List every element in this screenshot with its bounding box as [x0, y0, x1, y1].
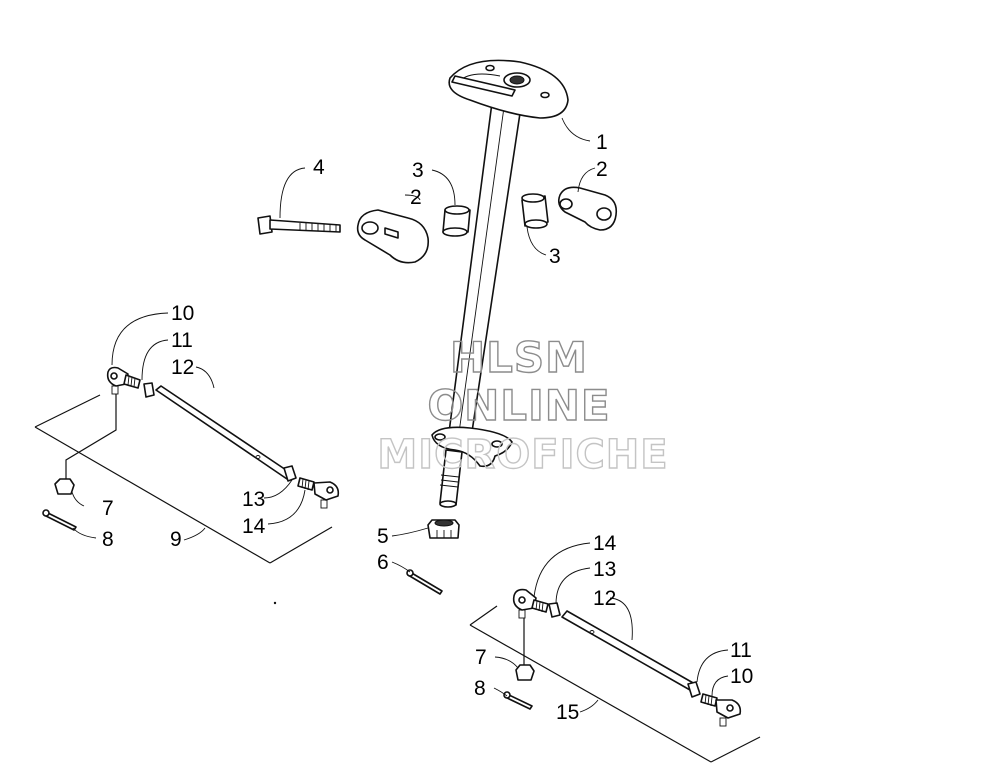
watermark-line-3: MICROFICHE	[377, 432, 668, 478]
callout-2-right: 2	[596, 158, 608, 181]
bushing-right-part	[521, 193, 549, 229]
castle-nut-part	[427, 519, 460, 539]
tie-rod-right-assembly	[469, 588, 761, 763]
callout-4: 4	[313, 156, 325, 179]
cotter-pin-center-part	[406, 569, 443, 595]
callout-12-right: 12	[593, 587, 616, 610]
callout-13-left: 13	[242, 488, 265, 511]
tie-rod-left-assembly	[34, 366, 340, 564]
callout-6: 6	[377, 551, 389, 574]
callout-12-left: 12	[171, 356, 194, 379]
callout-14-right: 14	[593, 532, 617, 555]
callout-15: 15	[556, 701, 579, 724]
bolt-part	[257, 215, 341, 235]
callout-10-left: 10	[171, 302, 194, 325]
callout-5: 5	[377, 525, 389, 548]
callout-8-left: 8	[102, 528, 114, 551]
callout-8-right: 8	[474, 677, 486, 700]
callout-2-left: 2	[410, 186, 422, 209]
clamp-right-part	[558, 186, 618, 231]
steering-post-part	[431, 59, 569, 508]
callout-13-right: 13	[593, 558, 616, 581]
clamp-left-part	[356, 209, 430, 264]
callout-3-left: 3	[412, 159, 424, 182]
callout-1: 1	[596, 131, 608, 154]
watermark: HLSM ONLINE MICROFICHE	[377, 332, 669, 478]
callout-9: 9	[170, 528, 182, 551]
stray-mark	[273, 601, 277, 605]
leader-lines	[71, 117, 729, 713]
callout-14-left: 14	[242, 515, 266, 538]
watermark-line-1: HLSM	[450, 333, 588, 382]
callout-7-left: 7	[102, 497, 114, 520]
callout-11-left: 11	[171, 329, 193, 352]
callout-numbers: 1 2 2 3 3 4 5 6 7 8 9 10 11 12 13 14 14 …	[102, 131, 753, 724]
watermark-line-2: ONLINE	[427, 381, 610, 430]
callout-11-right: 11	[730, 639, 752, 662]
callout-7-right: 7	[475, 646, 487, 669]
bushing-left-part	[442, 205, 471, 237]
callout-3-right: 3	[549, 245, 561, 268]
callout-10-right: 10	[730, 665, 753, 688]
